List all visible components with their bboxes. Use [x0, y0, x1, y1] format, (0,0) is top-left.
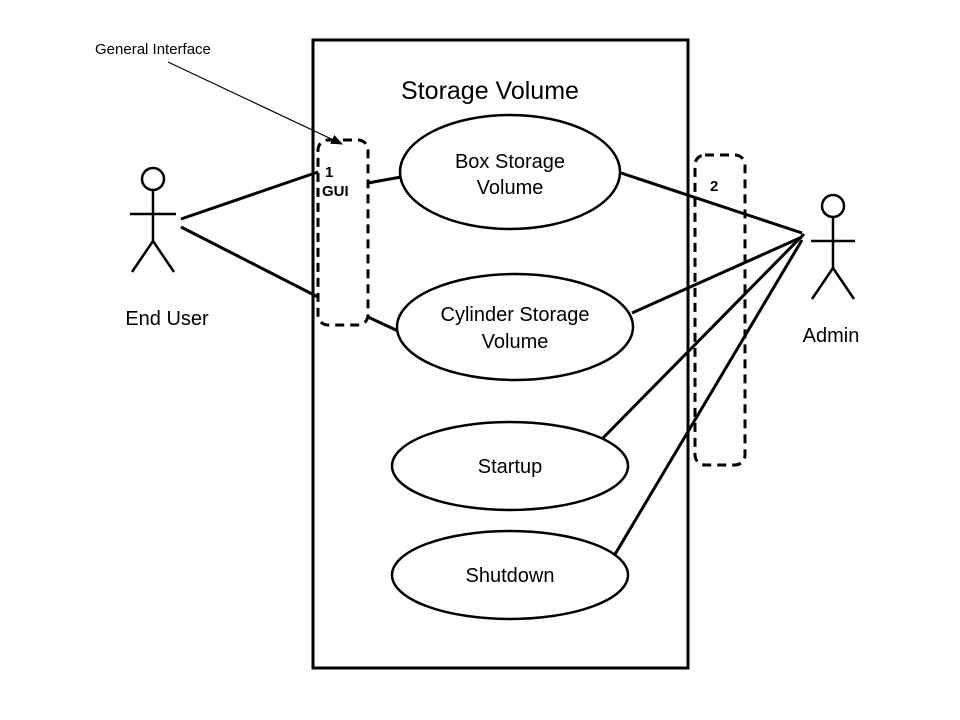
usecase-cylinder-storage-volume: Cylinder Storage Volume [395, 272, 635, 382]
connector-enduser-gui-bottom [180, 225, 319, 299]
usecase-label-line1: Box Storage [455, 151, 565, 173]
actor-admin [810, 193, 856, 300]
usecase-shutdown-shape [390, 529, 630, 621]
usecase-label-line1: Shutdown [466, 565, 555, 587]
actor-leg-right [831, 267, 856, 300]
system-title: Storage Volume [401, 77, 579, 105]
interface-box-2: 2 [693, 153, 747, 467]
usecase-box-storage-volume-shape [398, 113, 622, 231]
interface-box-gui: 1 GUI [316, 138, 370, 327]
interface-box-2-border [693, 153, 747, 467]
actor-end-user-label: End User [125, 308, 209, 330]
actor-leg-left [810, 267, 835, 300]
annotation-general-interface: General Interface [95, 41, 211, 58]
usecase-startup-shape [390, 420, 630, 512]
actor-admin-label: Admin [803, 325, 860, 347]
actor-end-user [130, 166, 176, 273]
connector-boxstorage-admin [617, 170, 803, 235]
usecase-label-line1: Cylinder Storage [441, 304, 590, 326]
interface-2-number: 2 [710, 178, 718, 195]
annotation-arrow [167, 61, 344, 145]
interface-1-label: GUI [322, 183, 349, 200]
usecase-label-line2: Volume [477, 177, 544, 199]
actor-head [140, 166, 166, 192]
connector-gui-boxstorage [367, 175, 402, 185]
usecase-label-line2: Volume [482, 331, 549, 353]
usecase-cylinder-storage-volume-shape [395, 272, 635, 382]
connector-startup-admin [600, 232, 806, 441]
actor-leg-right [151, 240, 176, 273]
interface-1-number: 1 [325, 164, 333, 181]
connector-cylinderstorage-admin [631, 235, 803, 315]
connector-gui-cylinderstorage [367, 315, 399, 333]
connector-shutdown-admin [612, 239, 804, 557]
actor-head [820, 193, 846, 219]
usecase-shutdown: Shutdown [390, 529, 630, 621]
usecase-box-storage-volume: Box Storage Volume [398, 113, 622, 231]
usecase-startup: Startup [390, 420, 630, 512]
connector-enduser-gui-top [180, 170, 319, 221]
usecase-label-line1: Startup [478, 456, 542, 478]
actor-leg-left [130, 240, 155, 273]
